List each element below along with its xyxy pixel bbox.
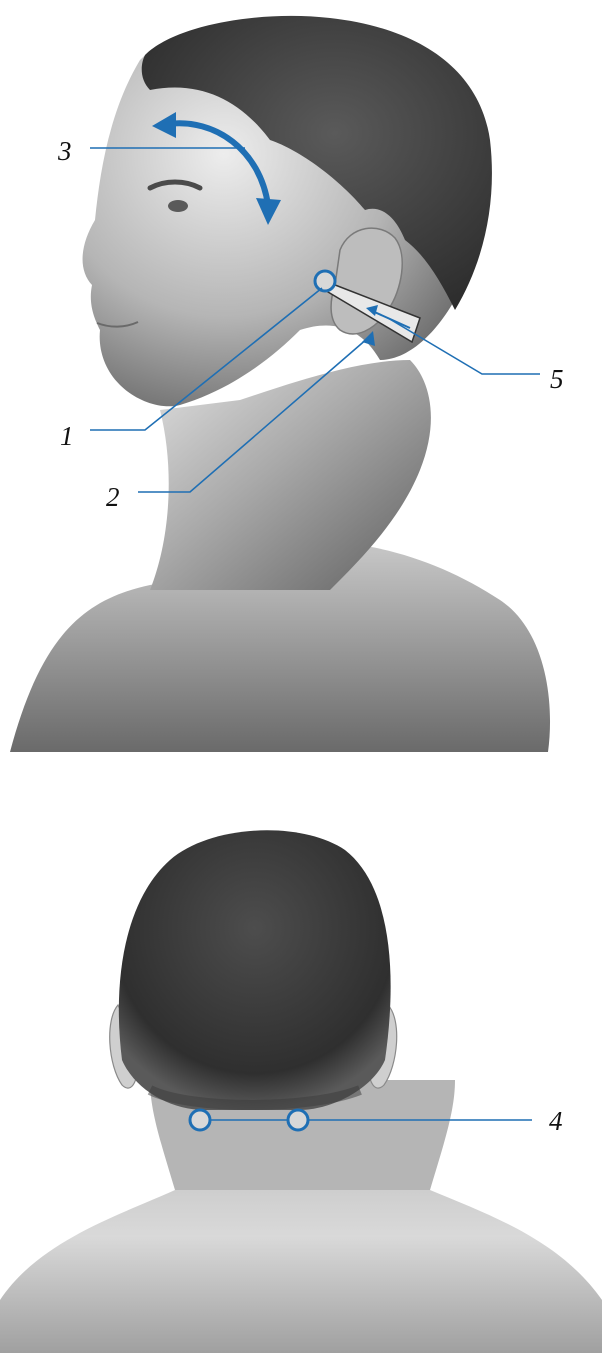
back-view-illustration: 4 bbox=[0, 810, 602, 1353]
point-marker-1 bbox=[315, 271, 335, 291]
side-view-illustration: 3 1 2 5 bbox=[0, 0, 602, 760]
eye-shape bbox=[168, 200, 188, 212]
label-3: 3 bbox=[57, 136, 72, 166]
point-marker-4-right bbox=[288, 1110, 308, 1130]
label-5: 5 bbox=[550, 364, 564, 394]
back-head-hair bbox=[119, 830, 391, 1110]
label-4: 4 bbox=[549, 1106, 563, 1136]
point-marker-4-left bbox=[190, 1110, 210, 1130]
label-2: 2 bbox=[106, 482, 120, 512]
label-1: 1 bbox=[60, 421, 74, 451]
